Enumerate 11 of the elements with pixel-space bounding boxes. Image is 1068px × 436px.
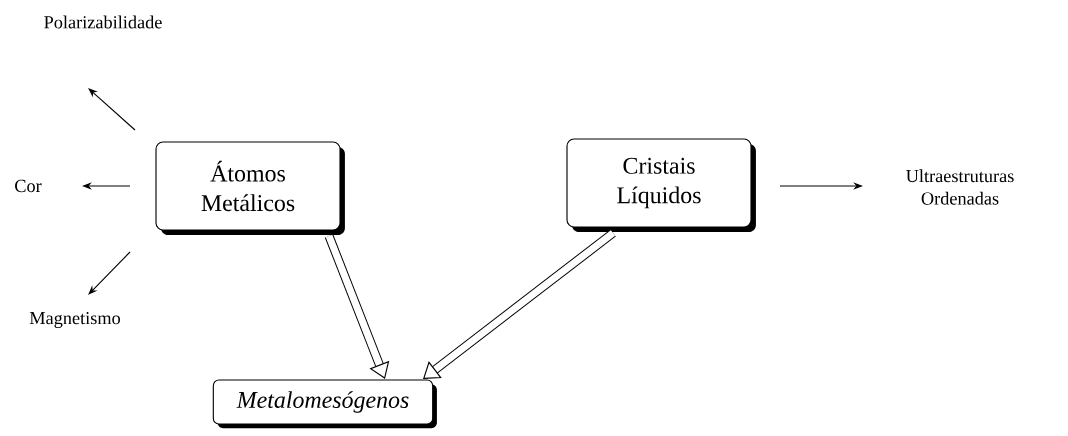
text-label: Polarizabilidade <box>44 15 162 29</box>
arrow <box>88 251 131 295</box>
text-label: Ultraestruturas Ordenadas <box>906 169 1014 205</box>
double-arrow <box>423 229 616 379</box>
process-box: Cristais Líquidos <box>566 138 756 232</box>
double-arrow <box>324 234 390 379</box>
text-label: Cor <box>15 179 42 193</box>
process-box: Átomos Metálicos <box>155 141 345 235</box>
result-box: Metalomesógenos <box>212 379 437 429</box>
text-label: Magnetismo <box>29 311 120 329</box>
arrow <box>88 88 136 131</box>
